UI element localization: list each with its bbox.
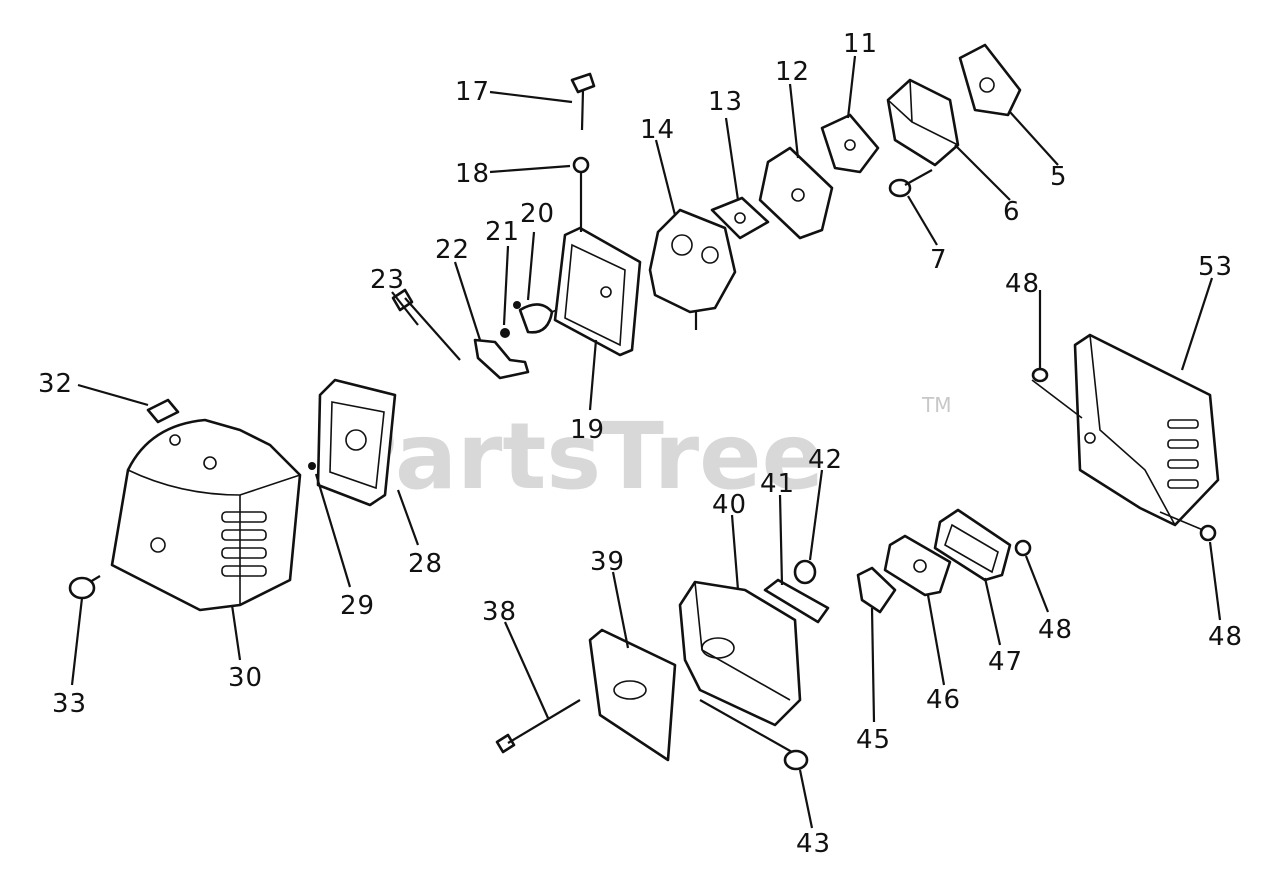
- part-14-carburetor[interactable]: [648, 208, 737, 330]
- label-29: 29: [340, 591, 375, 621]
- label-30: 30: [228, 663, 263, 693]
- part-11-gasket[interactable]: [820, 113, 880, 174]
- part-29-washer[interactable]: [308, 462, 316, 470]
- part-28-gasket[interactable]: [316, 378, 397, 507]
- part-12-spacer[interactable]: [758, 146, 834, 240]
- label-33: 33: [52, 689, 87, 719]
- label-12: 12: [775, 57, 810, 87]
- part-45-plate[interactable]: [856, 566, 897, 614]
- label-18: 18: [455, 159, 490, 189]
- part-40-muffler[interactable]: [678, 580, 802, 753]
- label-11: 11: [843, 29, 878, 59]
- part-19-air-box[interactable]: [553, 226, 642, 357]
- part-47-flange[interactable]: [933, 508, 1012, 582]
- label-42: 42: [808, 445, 843, 475]
- label-20: 20: [520, 199, 555, 229]
- label-48-upper: 48: [1005, 269, 1040, 299]
- label-38: 38: [482, 597, 517, 627]
- label-45: 45: [856, 725, 891, 755]
- part-46-gasket[interactable]: [883, 534, 952, 597]
- part-23-bolt[interactable]: [391, 288, 461, 361]
- part-32-plate[interactable]: [146, 398, 180, 424]
- part-41-plate[interactable]: [763, 578, 830, 624]
- label-48-right: 48: [1208, 622, 1243, 652]
- part-43-bolt[interactable]: [783, 749, 809, 771]
- part-30-engine-cover[interactable]: [110, 418, 302, 612]
- part-labels: 17 18 19 20 21 22 23 28 29 30 32 33 14 1…: [38, 29, 1243, 859]
- part-48-bolt-upper[interactable]: [1031, 367, 1083, 419]
- label-43: 43: [796, 829, 831, 859]
- part-42-nut[interactable]: [793, 559, 817, 585]
- label-21: 21: [485, 217, 520, 247]
- part-17-screw[interactable]: [570, 72, 596, 131]
- part-6-filter-housing[interactable]: [886, 78, 960, 167]
- label-40: 40: [712, 490, 747, 520]
- label-13: 13: [708, 87, 743, 117]
- part-21-nut[interactable]: [500, 328, 510, 338]
- label-6: 6: [1003, 197, 1021, 227]
- label-23: 23: [370, 265, 405, 295]
- part-48-bolt-middle[interactable]: [1014, 539, 1032, 557]
- part-53-muffler-cover[interactable]: [1073, 333, 1220, 527]
- label-14: 14: [640, 115, 675, 145]
- part-13-gasket[interactable]: [710, 196, 770, 240]
- label-48-middle: 48: [1038, 615, 1073, 645]
- label-5: 5: [1050, 162, 1068, 192]
- label-47: 47: [988, 647, 1023, 677]
- label-46: 46: [926, 685, 961, 715]
- label-7: 7: [930, 245, 948, 275]
- label-39: 39: [590, 547, 625, 577]
- label-32: 32: [38, 369, 73, 399]
- label-53: 53: [1198, 252, 1233, 282]
- watermark: PartsTree: [330, 403, 824, 510]
- part-48-bolt-right[interactable]: [1159, 511, 1217, 542]
- part-22-lever[interactable]: [473, 338, 530, 380]
- part-5-plate[interactable]: [958, 43, 1022, 117]
- part-39-gasket[interactable]: [588, 628, 677, 762]
- watermark-trademark: TM: [921, 393, 951, 417]
- label-22: 22: [435, 235, 470, 265]
- label-17: 17: [455, 77, 490, 107]
- leader-lines: [70, 55, 1222, 829]
- label-19: 19: [570, 415, 605, 445]
- label-41: 41: [760, 469, 795, 499]
- part-33-bolt[interactable]: [68, 575, 101, 600]
- part-38-bolt[interactable]: [495, 699, 581, 754]
- label-28: 28: [408, 549, 443, 579]
- part-18-nut[interactable]: [572, 156, 590, 232]
- part-7-bolt[interactable]: [888, 169, 933, 198]
